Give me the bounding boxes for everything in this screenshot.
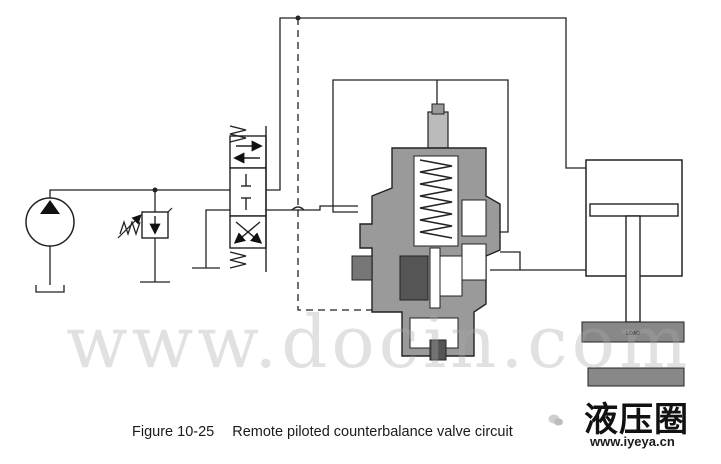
watermark-text: www.docin.com <box>66 300 692 384</box>
tank-line-valve <box>192 209 230 269</box>
logo-text: 液压圈 <box>584 400 689 440</box>
figure-title: Remote piloted counterbalance valve circ… <box>232 424 513 440</box>
relief-valve-symbol <box>117 207 173 239</box>
figure-caption: Figure 10-25 Remote piloted counterbalan… <box>132 424 513 440</box>
directional-valve-symbol <box>229 125 267 272</box>
hydraulic-cylinder <box>585 159 683 323</box>
figure-number: Figure 10-25 <box>132 424 215 440</box>
hydraulic-lines <box>49 17 586 283</box>
pump-symbol <box>25 197 75 293</box>
pressure-line-top <box>266 17 586 191</box>
cylinder-line-inner <box>332 79 438 213</box>
load-label: LOAD <box>626 331 640 337</box>
counterbalance-valve-section <box>351 103 501 361</box>
brand-logo: 液压圈 www.iyeya.cn <box>580 392 716 454</box>
logo-url: www.iyeya.cn <box>590 434 675 449</box>
pilot-line <box>297 18 400 311</box>
load-block: LOAD <box>581 321 685 387</box>
pump-line <box>49 189 230 198</box>
wechat-icon <box>548 414 563 426</box>
